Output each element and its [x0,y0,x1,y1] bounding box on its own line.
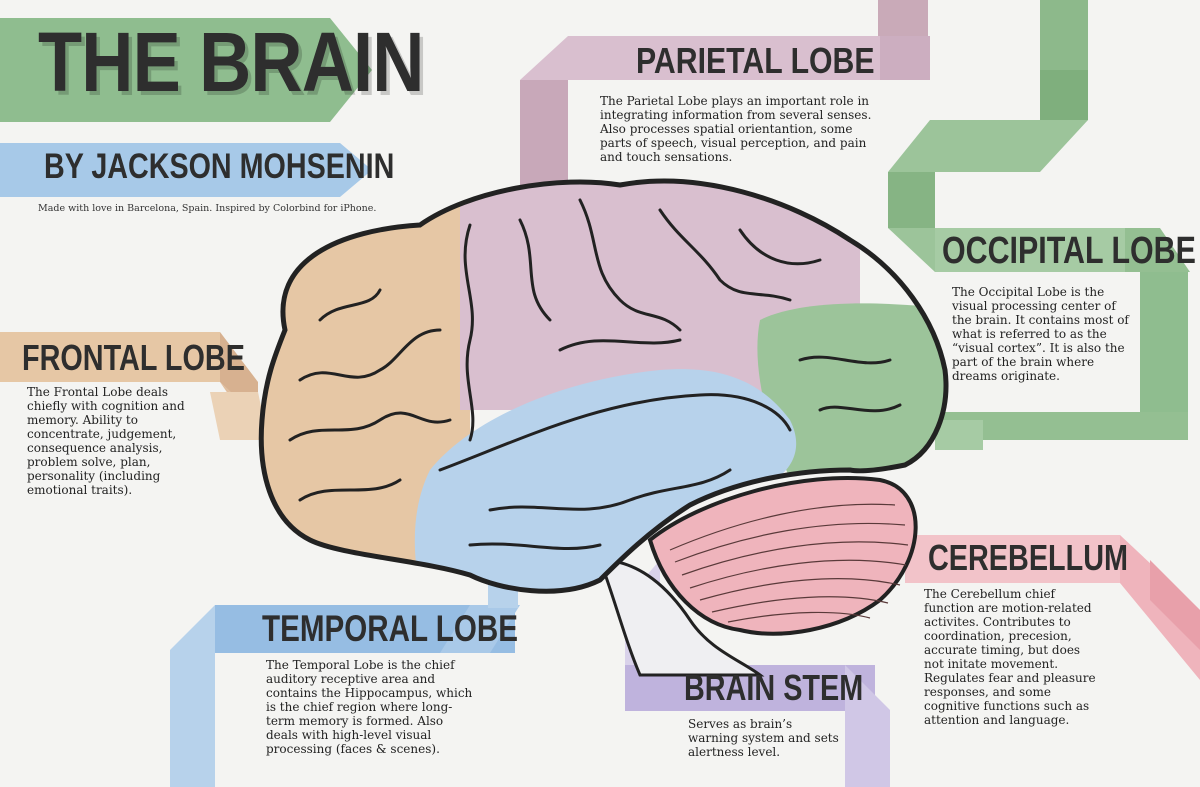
frontal-lobe-heading: FRONTAL LOBE [22,337,245,378]
parietal-lobe-heading: PARIETAL LOBE [636,40,875,81]
occipital-lobe-description: The Occipital Lobe is the visual process… [952,285,1129,383]
cerebellum-heading: CEREBELLUM [928,537,1128,578]
occipital-lobe-region [757,303,946,500]
parietal-lobe-description: The Parietal Lobe plays an important rol… [600,94,872,164]
parietal-ribbon [520,0,930,190]
author-byline: BY JACKSON MOHSENIN [44,147,395,186]
brain-outline [258,178,949,594]
cerebellum-region [647,476,918,636]
temporal-lobe-heading: TEMPORAL LOBE [262,608,518,649]
cerebellum-description: The Cerebellum chief function are motion… [924,587,1096,727]
occipital-lobe-heading: OCCIPITAL LOBE [942,230,1196,272]
occipital-ribbon [888,0,1190,450]
brain-stem-region [597,558,765,677]
cerebellum-folds [669,503,909,623]
frontal-lobe-description: The Frontal Lobe deals chiefly with cogn… [27,385,185,497]
brain-stem-heading: BRAIN STEM [684,667,864,708]
brain-stem-description: Serves as brain’s warning system and set… [688,717,839,759]
page-title: THE BRAIN [38,15,424,109]
byline-banner [0,143,372,197]
temporal-lobe-description: The Temporal Lobe is the chief auditory … [266,658,473,756]
credit-line: Made with love in Barcelona, Spain. Insp… [38,203,377,214]
frontal-ribbon [0,332,268,440]
brain-gyri [288,198,902,551]
temporal-lobe-region [414,369,797,590]
title-banner [0,18,372,122]
cerebellum-ribbon [905,535,1200,680]
